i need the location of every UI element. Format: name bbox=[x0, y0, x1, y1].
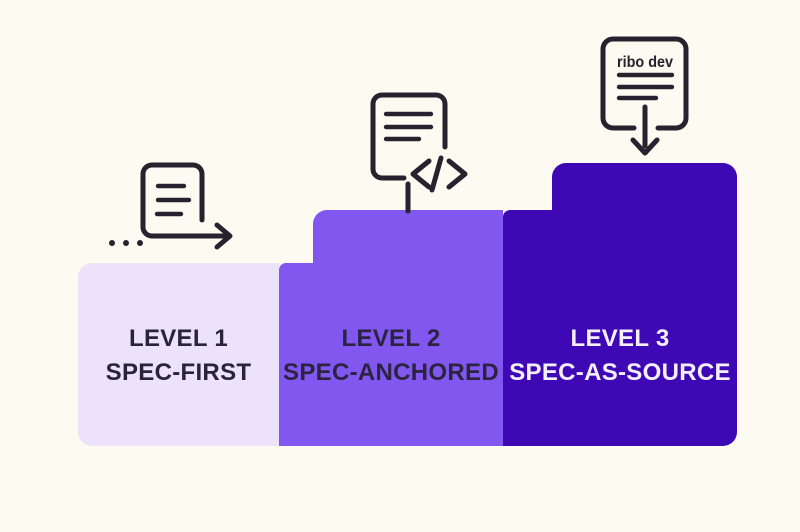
level-3-label: LEVEL 3 SPEC-AS-SOURCE bbox=[503, 322, 737, 390]
level-3-block-step bbox=[552, 163, 737, 211]
level-3-block bbox=[503, 210, 737, 446]
level-1-title: LEVEL 1 bbox=[128, 325, 229, 352]
level-3-subtitle: SPEC-AS-SOURCE bbox=[509, 359, 731, 386]
document-code-icon bbox=[370, 92, 468, 214]
level-1-subtitle: SPEC-FIRST bbox=[105, 359, 252, 386]
document-ribo-dev-icon: ribo dev bbox=[600, 36, 689, 156]
ribo-dev-label: ribo dev bbox=[617, 54, 673, 71]
level-1-label: LEVEL 1 SPEC-FIRST bbox=[78, 322, 279, 390]
level-2-subtitle: SPEC-ANCHORED bbox=[283, 359, 499, 386]
level-2-title: LEVEL 2 bbox=[341, 325, 441, 352]
document-arrow-right-icon bbox=[140, 162, 233, 250]
level-1-block bbox=[78, 263, 279, 446]
level-3-title: LEVEL 3 bbox=[570, 325, 670, 352]
level-2-block bbox=[279, 263, 503, 446]
level-2-label: LEVEL 2 SPEC-ANCHORED bbox=[279, 322, 503, 390]
level-2-block-step bbox=[313, 210, 503, 264]
ellipsis-icon bbox=[109, 240, 143, 246]
